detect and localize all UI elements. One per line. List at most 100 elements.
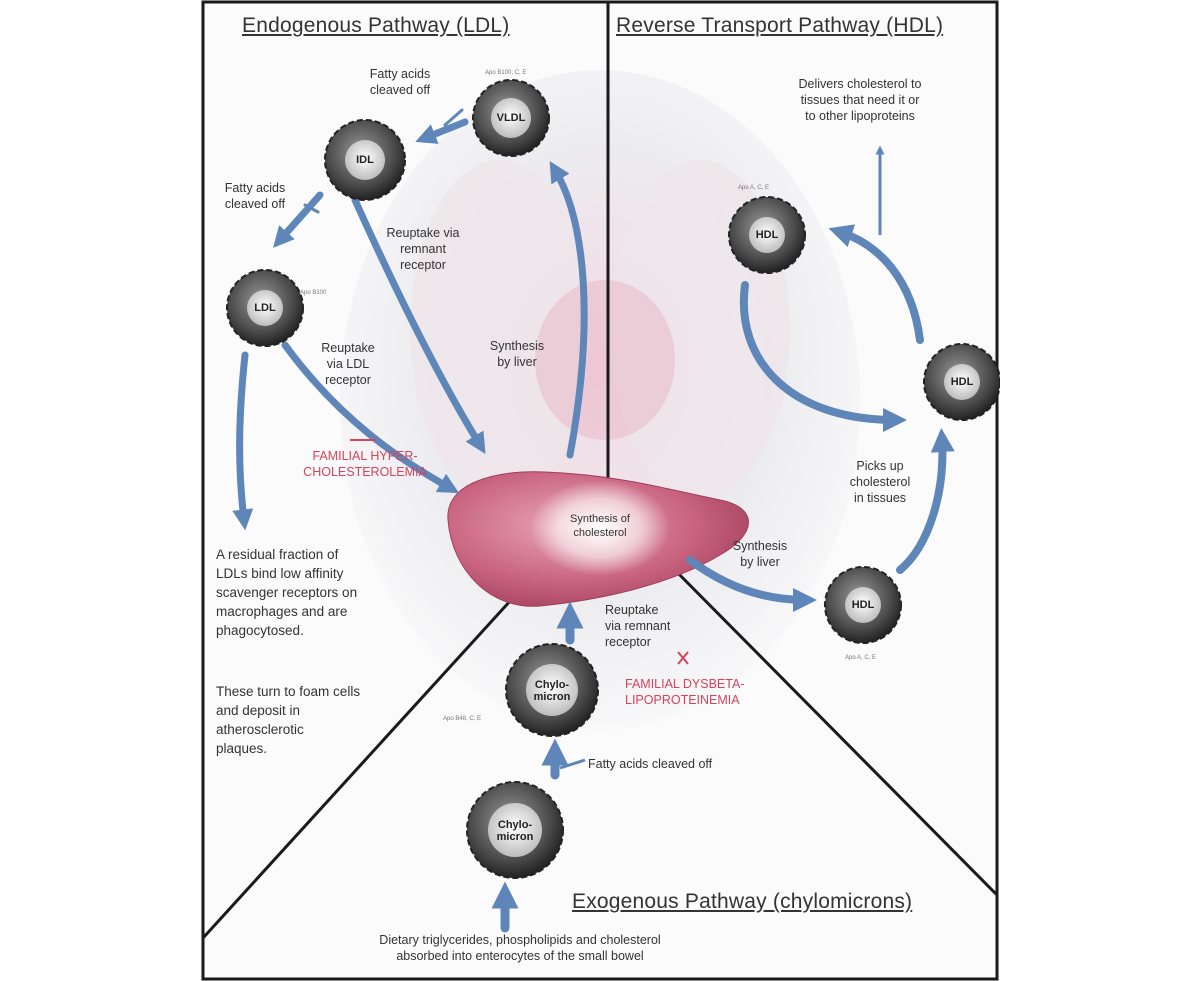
fatty-acids-top-line1: Fatty acids [369, 67, 431, 81]
label-synthesis-liver-right: Synthesis by liver [725, 538, 795, 570]
fh-line2: CHOLESTEROLEMIA [303, 465, 427, 479]
reuptake-ldl-line1: Reuptake [321, 341, 375, 355]
label-chylo-lower-line2: micron [496, 831, 534, 843]
endogenous-arrows [232, 118, 588, 531]
label-hdl-mid: HDL [950, 376, 974, 388]
label-reuptake-ldl: Reuptake via LDL receptor [308, 340, 388, 388]
label-reuptake-remnant: Reuptake via remnant receptor [378, 225, 468, 273]
particle-hdl-bottom [824, 566, 902, 644]
synth-liver-right-line2: by liver [740, 555, 780, 569]
label-delivers-cholesterol: Delivers cholesterol to tissues that nee… [770, 76, 950, 124]
residual-line3: scavenger receptors on [216, 585, 358, 600]
label-hdl-top: HDL [755, 229, 779, 241]
delivers-line1: Delivers cholesterol to [798, 77, 922, 91]
reuptake-ldl-line3: receptor [325, 373, 371, 387]
picks-up-line1: Picks up [856, 459, 904, 473]
arrow-ldl-to-liver [281, 341, 460, 494]
arrow-liver-to-hdl [686, 556, 817, 612]
label-fatty-acids-chylo: Fatty acids cleaved off [588, 757, 713, 771]
label-chylo-lower: Chylo- micron [485, 819, 545, 843]
reuptake-chylo-line3: receptor [605, 635, 651, 649]
delivers-line2: tissues that need it or [800, 93, 920, 107]
residual-line4: macrophages and are [216, 604, 348, 619]
label-ldl: LDL [254, 302, 276, 314]
label-reuptake-chylo: Reuptake via remnant receptor [605, 602, 695, 650]
foam-line4: plaques. [216, 741, 268, 756]
label-idl: IDL [356, 154, 374, 166]
picks-up-line2: cholesterol [849, 475, 911, 489]
arrow-vldl-to-idl [415, 118, 469, 144]
label-picks-up-cholesterol: Picks up cholesterol in tissues [840, 458, 920, 506]
foam-line1: These turn to foam cells [216, 684, 361, 699]
reuptake-remnant-line1: Reuptake via [386, 226, 460, 240]
label-fatty-acids-top: Fatty acids cleaved off [355, 66, 445, 98]
paragraph-foam-cells: These turn to foam cells and deposit in … [216, 682, 416, 758]
delivers-line3: to other lipoproteins [805, 109, 915, 123]
arrow-hdl-bottom-to-mid [896, 428, 955, 574]
reverse-arrows [686, 224, 955, 612]
arrow-hdl-mid-to-top [828, 224, 924, 344]
header-endogenous: Endogenous Pathway (LDL) [242, 14, 510, 37]
header-reverse: Reverse Transport Pathway (HDL) [616, 14, 944, 37]
residual-line1: A residual fraction of [216, 547, 339, 562]
label-synthesis-cholesterol: Synthesis of cholesterol [545, 512, 655, 540]
apo-chylo: Apo B48, C, E [443, 716, 482, 722]
label-hdl-bottom: HDL [851, 599, 875, 611]
synth-cholesterol-line2: cholesterol [573, 527, 627, 539]
apo-hdl-top: Apo A, C, E [738, 185, 770, 191]
outer-border [201, 0, 999, 981]
reuptake-chylo-line2: via remnant [605, 619, 671, 633]
header-exogenous: Exogenous Pathway (chylomicrons) [572, 890, 913, 913]
dietary-line2: absorbed into enterocytes of the small b… [396, 949, 644, 963]
particle-hdl-top [728, 196, 806, 274]
left-lung [410, 160, 590, 500]
apo-ldl: Apo B100 [300, 290, 327, 296]
fd-line1: FAMILIAL DYSBETA- [625, 677, 745, 691]
particle-hdl-mid [923, 343, 1000, 421]
picks-up-line3: in tissues [853, 491, 907, 505]
apo-hdl-bottom: Apo A, C, E [845, 655, 877, 661]
label-fatty-acids-mid: Fatty acids cleaved off [210, 180, 300, 212]
label-familial-hypercholesterolemia: FAMILIAL HYPER- CHOLESTEROLEMIA [295, 448, 435, 480]
diagram-graphics [201, 0, 1000, 981]
lipoprotein-pathways-diagram: Endogenous Pathway (LDL) Reverse Transpo… [200, 0, 1000, 981]
residual-line5: phagocytosed. [216, 623, 304, 638]
synth-liver-right-line1: Synthesis [732, 539, 788, 553]
particle-ldl [226, 269, 304, 347]
arrow-ldl-to-macrophages [232, 351, 254, 531]
arrow-idl-to-liver [351, 196, 486, 454]
fatty-acids-mid-line1: Fatty acids [224, 181, 286, 195]
dietary-line1: Dietary triglycerides, phospholipids and… [379, 933, 661, 947]
particle-idl [324, 119, 406, 201]
fd-block-mark [677, 651, 689, 665]
fatty-acids-mid-line2: cleaved off [224, 197, 286, 211]
reuptake-ldl-line2: via LDL [326, 357, 370, 371]
right-diagonal-divider [658, 553, 999, 897]
fatty-acid-tick-top [443, 108, 464, 127]
heart [535, 280, 675, 440]
label-familial-dysbetalipoproteinemia: FAMILIAL DYSBETA- LIPOPROTEINEMIA [625, 676, 775, 708]
exogenous-arrows [491, 601, 584, 933]
arrow-hdl-top-to-mid [739, 281, 907, 432]
label-chylo-upper-line1: Chylo- [534, 679, 570, 691]
fh-line1: FAMILIAL HYPER- [312, 449, 418, 463]
arrow-synthesis-to-vldl [549, 160, 588, 459]
particle-chylomicron-upper [505, 643, 599, 737]
synth-liver-left-line1: Synthesis [489, 339, 545, 353]
label-chylo-upper-line2: micron [533, 691, 571, 703]
fatty-acid-tick-chylo [559, 758, 586, 770]
label-chylo-upper: Chylo- micron [522, 679, 582, 703]
reuptake-chylo-line1: Reuptake [605, 603, 659, 617]
liver-glow [530, 480, 670, 576]
synth-liver-left-line2: by liver [497, 355, 537, 369]
fd-line2: LIPOPROTEINEMIA [625, 693, 740, 707]
arrow-idl-to-ldl [273, 191, 324, 248]
foam-line2: and deposit in [216, 703, 301, 718]
synth-cholesterol-line1: Synthesis of [570, 513, 630, 525]
particle-vldl [472, 79, 550, 157]
label-chylo-lower-line1: Chylo- [497, 819, 533, 831]
residual-line2: LDLs bind low affinity [216, 566, 344, 581]
left-diagonal-divider [201, 553, 554, 940]
label-dietary-absorption: Dietary triglycerides, phospholipids and… [310, 932, 730, 964]
label-synthesis-liver-left: Synthesis by liver [482, 338, 552, 370]
